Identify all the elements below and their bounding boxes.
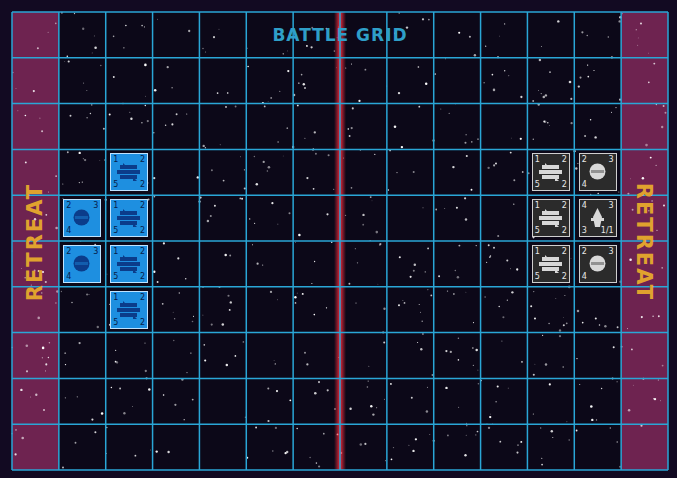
unit-stat: 5 bbox=[113, 272, 118, 281]
unit-stat: 5 bbox=[535, 180, 540, 189]
blue-unit-token: 2 3 4 bbox=[63, 245, 101, 283]
unit-stat: 2 bbox=[562, 180, 567, 189]
unit-stat: 3 bbox=[609, 247, 614, 256]
grey-unit-token: 1 2 5 2 bbox=[532, 199, 570, 237]
unit-stat: 1 bbox=[535, 201, 540, 210]
unit-stat: 2 bbox=[140, 180, 145, 189]
unit-stat: 1 bbox=[113, 201, 118, 210]
retreat-label: RETREAT bbox=[23, 183, 47, 301]
unit-stat: 5 bbox=[113, 226, 118, 235]
unit-stat: 4 bbox=[582, 201, 587, 210]
unit-stat: 3 bbox=[609, 155, 614, 164]
unit-stat: 4 bbox=[66, 226, 71, 235]
grey-unit-token: 1 2 5 2 bbox=[532, 153, 570, 191]
unit-stat: 2 bbox=[582, 247, 587, 256]
unit-stat: 1 bbox=[113, 155, 118, 164]
unit-stat: 4 bbox=[66, 272, 71, 281]
unit-stat: 1 bbox=[113, 247, 118, 256]
unit-stat: 3 bbox=[609, 201, 614, 210]
unit-stat: 5 bbox=[535, 226, 540, 235]
unit-stat: 1 bbox=[535, 155, 540, 164]
unit-stat: 5 bbox=[113, 318, 118, 327]
unit-stat: 3 bbox=[582, 226, 587, 235]
retreat-label: RETREAT bbox=[633, 183, 657, 301]
blue-unit-token: 1 2 5 2 bbox=[110, 199, 148, 237]
unit-stat: 2 bbox=[562, 247, 567, 256]
unit-stat: 2 bbox=[562, 155, 567, 164]
unit-stat: 5 bbox=[113, 180, 118, 189]
grey-unit-token: 1 2 5 2 bbox=[532, 245, 570, 283]
blue-unit-token: 1 2 5 2 bbox=[110, 245, 148, 283]
unit-stat: 4 bbox=[582, 180, 587, 189]
unit-stat: 2 bbox=[140, 155, 145, 164]
unit-stat: 2 bbox=[562, 272, 567, 281]
unit-stat: 2 bbox=[140, 201, 145, 210]
grey-unit-token: 4 3 3 1/1 bbox=[579, 199, 617, 237]
unit-stat: 2 bbox=[582, 155, 587, 164]
unit-stat: 2 bbox=[66, 201, 71, 210]
blue-unit-token: 1 2 5 2 bbox=[110, 291, 148, 329]
unit-stat: 1 bbox=[113, 293, 118, 302]
unit-stat: 2 bbox=[66, 247, 71, 256]
unit-stat: 2 bbox=[140, 226, 145, 235]
blue-unit-token: 2 3 4 bbox=[63, 199, 101, 237]
unit-stat: 4 bbox=[582, 272, 587, 281]
grid-title: BATTLE GRID bbox=[272, 25, 407, 45]
unit-stat: 3 bbox=[93, 247, 98, 256]
blue-unit-token: 1 2 5 2 bbox=[110, 153, 148, 191]
unit-stat: 1 bbox=[535, 247, 540, 256]
grey-unit-token: 2 3 4 bbox=[579, 153, 617, 191]
unit-stat: 5 bbox=[535, 272, 540, 281]
unit-stat: 2 bbox=[140, 318, 145, 327]
unit-stat: 1/1 bbox=[601, 226, 614, 235]
unit-stat: 2 bbox=[562, 201, 567, 210]
unit-stat: 2 bbox=[140, 272, 145, 281]
unit-stat: 3 bbox=[93, 201, 98, 210]
unit-stat: 2 bbox=[140, 247, 145, 256]
grey-unit-token: 2 3 4 bbox=[579, 245, 617, 283]
unit-stat: 2 bbox=[562, 226, 567, 235]
unit-stat: 2 bbox=[140, 293, 145, 302]
